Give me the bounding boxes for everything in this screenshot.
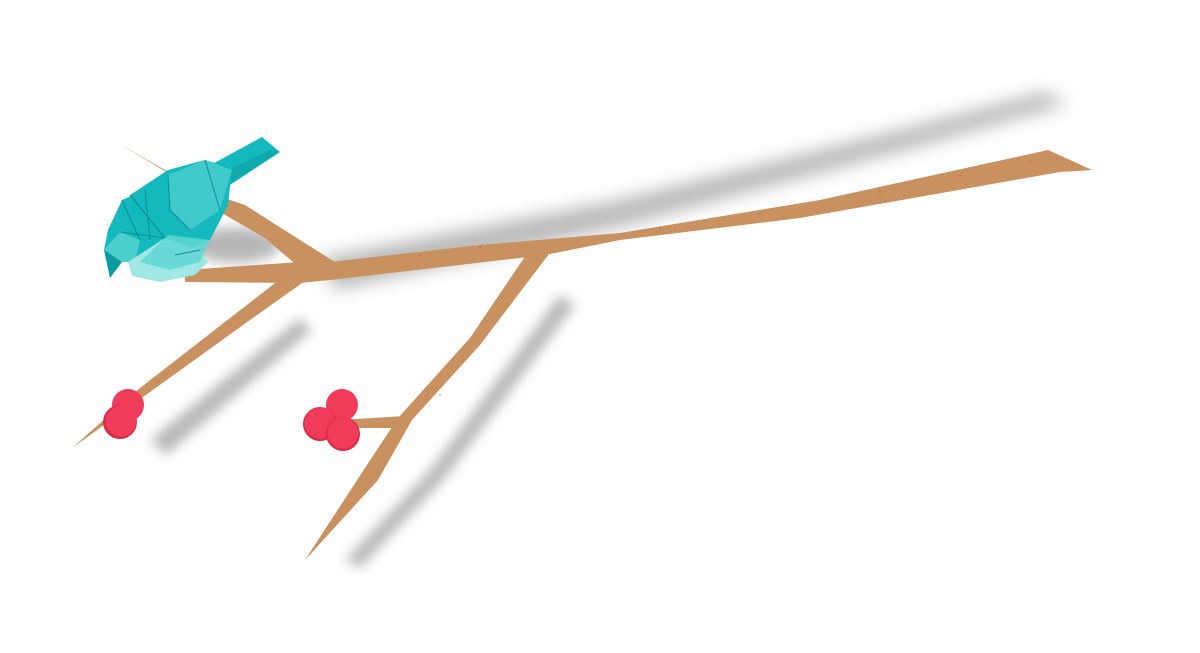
berry-cluster-icon: [103, 389, 360, 451]
branch-specks: [249, 161, 1031, 396]
bird-face-fold: [104, 232, 140, 262]
bird-icon: [104, 137, 280, 282]
lower-branch-shadow: [150, 318, 312, 455]
right-berry-cluster: [303, 389, 360, 451]
main-branch: [185, 150, 1092, 283]
berry: [326, 389, 358, 421]
left-berry-cluster: [103, 389, 144, 439]
fork-twig: [305, 250, 552, 560]
branch-shadow: [150, 92, 1068, 568]
bird-shadow: [190, 227, 280, 263]
bird-fold-lines: [119, 159, 221, 256]
bird-wing: [168, 160, 232, 230]
bird-chest: [140, 235, 210, 270]
main-branch-shadow: [320, 92, 1068, 290]
bird-tail-fold: [228, 150, 280, 182]
fork-branch-shadow: [345, 295, 575, 568]
bird-beak: [104, 250, 122, 278]
berry: [105, 405, 137, 437]
berry: [327, 417, 359, 449]
